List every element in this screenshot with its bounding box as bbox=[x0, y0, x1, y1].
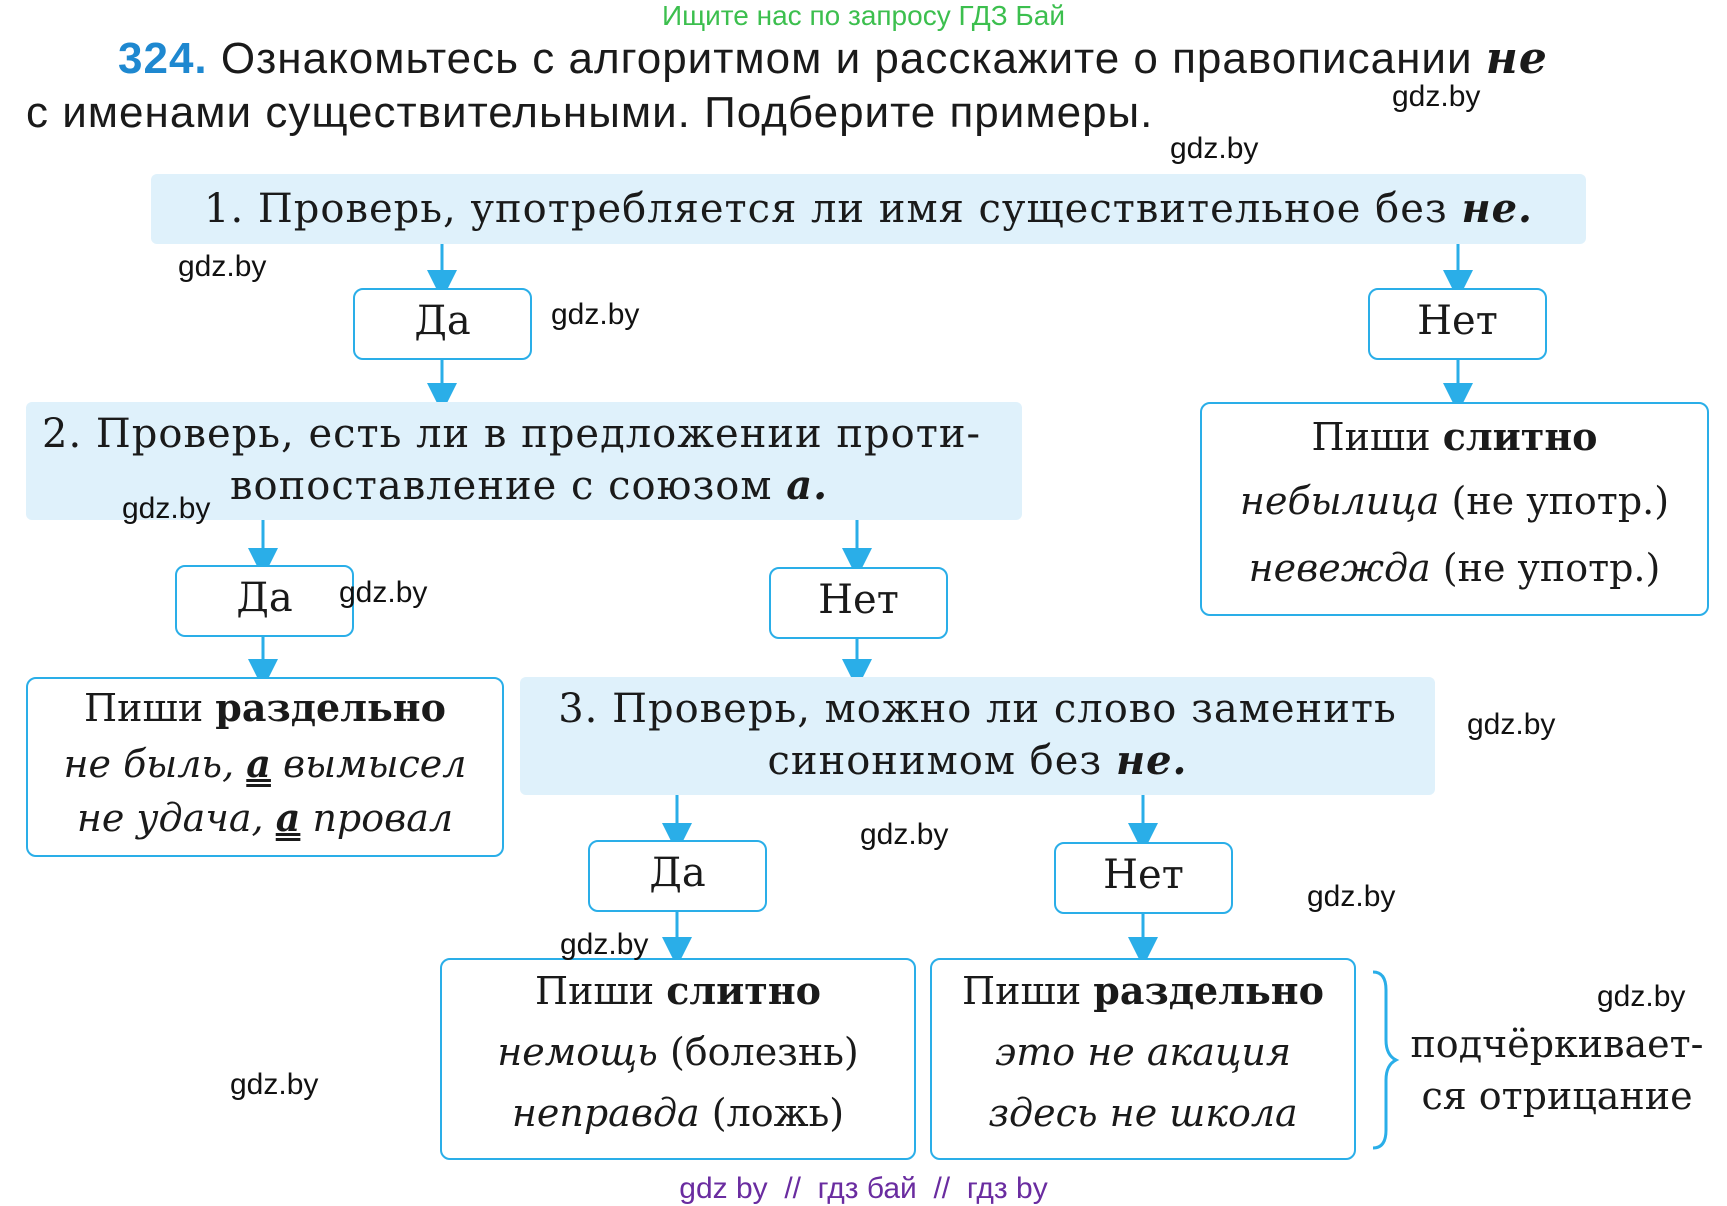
watermark: gdz.by bbox=[1597, 980, 1686, 1013]
result-3-ex2: неправда bbox=[511, 1091, 700, 1135]
task-ne: не bbox=[1485, 33, 1548, 84]
result-3-note2: (ложь) bbox=[711, 1091, 845, 1135]
watermark: gdz.by bbox=[1170, 132, 1259, 165]
answer-yes-1-label: Да bbox=[414, 298, 471, 344]
result-2-ex1b: вымысел bbox=[283, 742, 467, 786]
watermark: gdz.by bbox=[230, 1068, 319, 1101]
result-4-write: Пиши bbox=[962, 969, 1082, 1013]
step-3: 3. Проверь, можно ли слово заменить сино… bbox=[520, 677, 1435, 795]
watermark: gdz.by bbox=[551, 298, 640, 331]
result-1-note2: (не употр.) bbox=[1442, 546, 1661, 590]
footer-links: gdz by // гдз бай // гдз by bbox=[679, 1172, 1048, 1205]
watermark: gdz.by bbox=[178, 250, 267, 283]
result-1-kw: слитно bbox=[1442, 414, 1598, 459]
result-2-ex2a: не удача, bbox=[76, 796, 264, 840]
step-3-ne: не. bbox=[1115, 737, 1188, 784]
task-line-2: с именами существительными. Подберите пр… bbox=[26, 88, 1154, 137]
result-3-ex1: немощь bbox=[497, 1030, 658, 1074]
result-1-write: Пиши bbox=[1311, 415, 1431, 459]
result-3-write: Пиши bbox=[534, 969, 655, 1013]
watermark: gdz.by bbox=[1307, 880, 1396, 913]
step-3-line-2: синонимом без bbox=[767, 738, 1103, 784]
watermark: gdz.by bbox=[860, 818, 949, 851]
task-number: 324. bbox=[118, 34, 208, 83]
task-line-1: Ознакомьтесь с алгоритмом и расскажите о… bbox=[220, 34, 1473, 83]
step-2: 2. Проверь, есть ли в предложении проти-… bbox=[26, 402, 1022, 520]
answer-no-3: Нет bbox=[1054, 842, 1233, 914]
result-2-write: Пиши bbox=[84, 686, 204, 730]
result-3-note1: (болезнь) bbox=[669, 1030, 859, 1074]
result-separately-1: Пиши раздельно не быль, а вымысел не уда… bbox=[26, 677, 504, 857]
result-4-ex1: это не акация bbox=[994, 1030, 1292, 1074]
result-together-1: Пиши слитно небылица (не употр.) невежда… bbox=[1200, 402, 1709, 616]
watermark: gdz.by bbox=[560, 928, 649, 961]
result-1-note1: (не употр.) bbox=[1451, 479, 1670, 523]
result-separately-2: Пиши раздельно это не акация здесь не шк… bbox=[930, 958, 1356, 1160]
watermark: gdz.by bbox=[122, 492, 211, 525]
answer-yes-3: Да bbox=[588, 840, 767, 912]
task-text: 324. Ознакомьтесь с алгоритмом и расскаж… bbox=[26, 32, 1716, 140]
result-2-ex2b: провал bbox=[312, 796, 454, 840]
result-2-a2: а bbox=[275, 795, 301, 840]
top-search-hint: Ищите нас по запросу ГДЗ Бай bbox=[661, 0, 1066, 31]
step-3-line-1: 3. Проверь, можно ли слово заменить bbox=[558, 686, 1397, 732]
brace-note-line-1: подчёркивает- bbox=[1410, 1022, 1704, 1066]
step-2-line-2: вопоставление с союзом bbox=[230, 463, 773, 509]
answer-yes-2-label: Да bbox=[236, 575, 293, 621]
result-4-ex2: здесь не школа bbox=[988, 1091, 1298, 1135]
step-1-ne: не. bbox=[1461, 185, 1533, 232]
step-2-line-1: 2. Проверь, есть ли в предложении проти- bbox=[42, 411, 982, 457]
result-2-ex1a: не быль, bbox=[63, 742, 235, 786]
answer-no-3-label: Нет bbox=[1103, 852, 1184, 898]
answer-no-2-label: Нет bbox=[818, 577, 899, 623]
brace-note: подчёркивает- ся отрицание bbox=[1392, 1018, 1722, 1122]
result-3-kw: слитно bbox=[666, 968, 822, 1013]
step-1: 1. Проверь, употребляется ли имя существ… bbox=[151, 174, 1586, 244]
result-2-kw: раздельно bbox=[215, 685, 446, 730]
result-4-kw: раздельно bbox=[1093, 968, 1324, 1013]
watermark: gdz.by bbox=[1467, 708, 1556, 741]
answer-yes-3-label: Да bbox=[649, 850, 706, 896]
brace-mark bbox=[1372, 970, 1400, 1150]
result-together-2: Пиши слитно немощь (болезнь) неправда (л… bbox=[440, 958, 916, 1160]
watermark: gdz.by bbox=[1392, 80, 1481, 113]
step-2-a: а. bbox=[786, 462, 829, 509]
answer-no-1-label: Нет bbox=[1417, 298, 1498, 344]
answer-yes-1: Да bbox=[353, 288, 532, 360]
step-1-text: 1. Проверь, употребляется ли имя существ… bbox=[204, 186, 1448, 232]
answer-yes-2: Да bbox=[175, 565, 354, 637]
result-2-a1: а bbox=[246, 741, 271, 786]
result-1-ex2: невежда bbox=[1248, 546, 1431, 590]
result-1-ex1: небылица bbox=[1239, 479, 1440, 523]
answer-no-1: Нет bbox=[1368, 288, 1547, 360]
answer-no-2: Нет bbox=[769, 567, 948, 639]
brace-note-line-2: ся отрицание bbox=[1421, 1074, 1693, 1118]
watermark: gdz.by bbox=[339, 576, 428, 609]
